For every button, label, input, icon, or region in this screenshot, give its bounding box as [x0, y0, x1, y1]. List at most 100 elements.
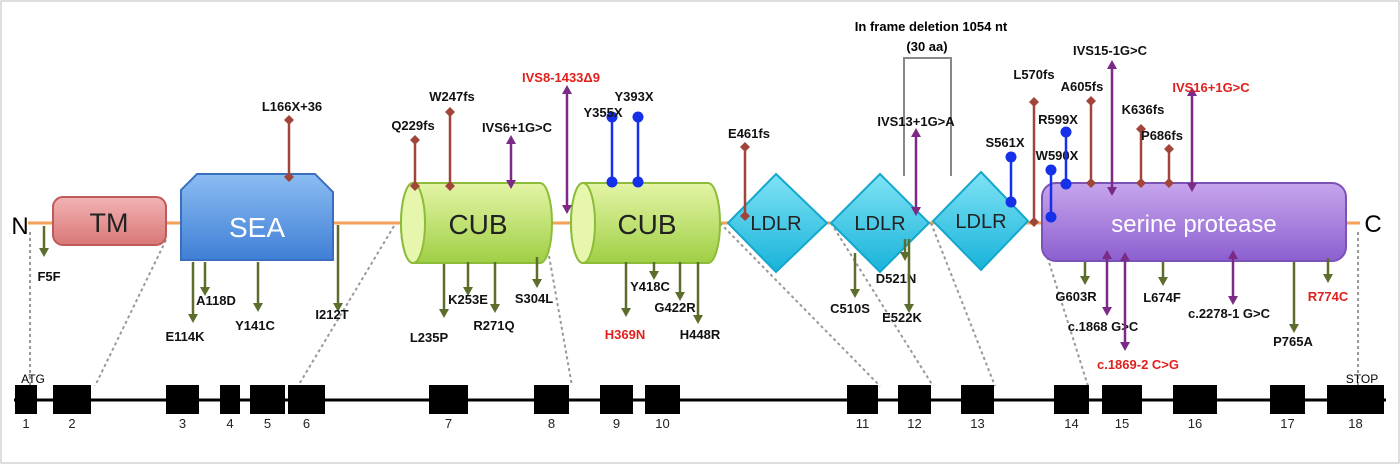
exon-box	[534, 385, 569, 414]
mutation-arrow-down	[463, 287, 473, 296]
mutation-below-label: D521N	[876, 271, 916, 286]
splice-arrow-down	[911, 207, 921, 216]
exon-box	[220, 385, 240, 414]
exon-box	[961, 385, 994, 414]
mutation-arrow-down	[1080, 276, 1090, 285]
exon-9: 9	[600, 385, 633, 431]
exon-15: 15	[1102, 385, 1142, 431]
mutation-below-10: H369N	[605, 262, 645, 342]
mutation-above-label: R599X	[1038, 112, 1078, 127]
mutation-arrow-down	[1228, 296, 1238, 305]
mutation-above-label: E461fs	[728, 126, 770, 141]
mutation-below-label: P765A	[1273, 334, 1313, 349]
mutation-below-3: E114K	[165, 262, 205, 344]
mutation-below-label: K253E	[448, 292, 488, 307]
cub2-label: CUB	[617, 209, 676, 240]
mutation-arrow-down	[333, 303, 343, 312]
mutation-below-20: L674F	[1143, 262, 1181, 305]
mutation-above-2: Q229fs	[391, 118, 435, 191]
mutation-above-1: L166X+36	[262, 99, 322, 182]
frameshift-diamond-marker	[445, 107, 455, 117]
cub1-domain: CUB	[400, 182, 553, 264]
mutation-arrow-up	[1120, 252, 1130, 261]
exon-number: 3	[179, 416, 186, 431]
mutation-below-label: E522K	[882, 310, 922, 325]
frameshift-diamond-marker	[1086, 96, 1096, 106]
frameshift-diamond-marker	[740, 142, 750, 152]
exon-8: 8	[534, 385, 569, 431]
mutation-below-22: P765A	[1273, 262, 1313, 349]
mutation-below-label: L674F	[1143, 290, 1181, 305]
mutation-above-11: L570fs	[1013, 67, 1055, 227]
mutation-below-label: c.1869-2 C>G	[1097, 357, 1179, 372]
nonsense-dot-marker	[1005, 151, 1017, 163]
mutation-below-label: c.1868 G>C	[1068, 319, 1139, 334]
mutation-above-7: Y393X	[614, 89, 654, 188]
mutation-above-15: IVS15-1G>C	[1073, 43, 1148, 196]
exon-4: 4	[220, 385, 240, 431]
exon-7: 7	[429, 385, 468, 431]
exon-box	[288, 385, 325, 414]
exon-12: 12	[898, 385, 931, 431]
frameshift-diamond-marker	[740, 211, 750, 221]
deletion-line1: In frame deletion 1054 nt	[855, 19, 1008, 34]
mutation-above-14: A605fs	[1061, 79, 1103, 188]
mutation-above-8: E461fs	[728, 126, 770, 221]
c-terminus-label: C	[1364, 211, 1381, 238]
mutation-above-label: P686fs	[1141, 128, 1183, 143]
mutation-above-label: Y393X	[614, 89, 653, 104]
mutation-arrow-down	[900, 252, 910, 261]
mutation-arrow-down	[621, 308, 631, 317]
mutation-below-label: c.2278-1 G>C	[1188, 306, 1271, 321]
nonsense-dot-marker	[1060, 126, 1072, 138]
mutation-above-6: Y355X	[583, 105, 623, 188]
exon-number: 9	[613, 416, 620, 431]
mutation-below-label: G603R	[1055, 289, 1097, 304]
mutation-above-label: IVS15-1G>C	[1073, 43, 1148, 58]
mutation-below-label: H369N	[605, 327, 645, 342]
mutation-above-label: L570fs	[1013, 67, 1054, 82]
nonsense-dot-marker	[632, 176, 644, 188]
mutation-arrow-down	[675, 292, 685, 301]
mutation-arrow-down	[490, 304, 500, 313]
exon-11: 11	[847, 385, 878, 431]
nonsense-dot-marker	[1060, 178, 1072, 190]
mutation-below-label: G422R	[654, 300, 696, 315]
frameshift-diamond-marker	[1164, 144, 1174, 154]
mutation-arrow-down	[1289, 324, 1299, 333]
exon-number: 2	[68, 416, 75, 431]
mutation-below-12: G422R	[654, 262, 696, 315]
deletion-annotation: In frame deletion 1054 nt (30 aa)	[855, 19, 1008, 176]
exon-number: 13	[970, 416, 984, 431]
nonsense-dot-marker	[1005, 196, 1017, 208]
splice-arrow-down	[1187, 183, 1197, 192]
mutation-arrow-down	[439, 309, 449, 318]
exon-box	[166, 385, 199, 414]
exon-16: 16	[1173, 385, 1217, 431]
ldlr3-domain: LDLR	[931, 170, 1030, 272]
exon-number: 4	[226, 416, 233, 431]
mutation-below-19: c.1869-2 C>G	[1097, 252, 1179, 372]
cub1-label: CUB	[448, 209, 507, 240]
mutation-below-label: A118D	[196, 293, 236, 308]
exon-1: 1	[15, 385, 37, 431]
frameshift-diamond-marker	[410, 135, 420, 145]
splice-arrow-up	[1187, 87, 1197, 96]
exon-5: 5	[250, 385, 285, 431]
splice-arrow-up	[911, 128, 921, 137]
stop-label: STOP	[1346, 372, 1378, 386]
sea-domain: SEA	[180, 173, 334, 261]
mutation-below-label: S304L	[515, 291, 553, 306]
ldlr3-label: LDLR	[955, 211, 1006, 233]
mutation-arrow-down	[188, 314, 198, 323]
mutation-below-6: L235P	[410, 264, 449, 345]
frameshift-diamond-marker	[410, 181, 420, 191]
exon-box	[898, 385, 931, 414]
exon-number: 5	[264, 416, 271, 431]
mutation-arrow-down	[850, 289, 860, 298]
exon-box	[1054, 385, 1089, 414]
mutation-below-5: I212T	[315, 225, 349, 322]
mutation-above-5: IVS8-1433Δ9	[522, 70, 600, 214]
frameshift-diamond-marker	[1086, 178, 1096, 188]
nonsense-dot-marker	[606, 111, 618, 123]
